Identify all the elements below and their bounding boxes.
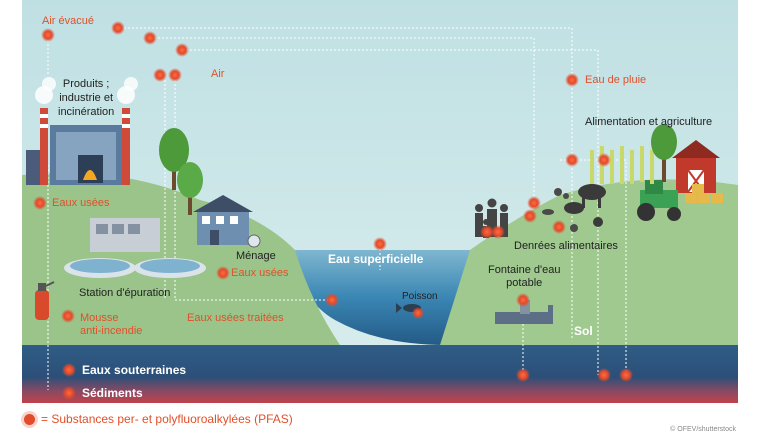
label-denrees: Denrées alimentaires (514, 240, 618, 252)
pfas-dot (597, 153, 611, 167)
pfas-dot (373, 237, 387, 251)
flow-lines (47, 27, 627, 390)
pfas-dot (480, 225, 494, 239)
tree-icon (159, 128, 203, 215)
pfas-dot (516, 293, 530, 307)
label-sol: Sol (574, 324, 593, 338)
pfas-dot (527, 196, 541, 210)
pfas-dot (111, 21, 125, 35)
treatment-plant-icon (64, 218, 206, 278)
pfas-dot (168, 68, 182, 82)
pfas-dot (412, 307, 424, 319)
label-fontaine-line2: potable (506, 277, 543, 289)
pfas-dot (41, 28, 55, 42)
livestock-icon (564, 184, 606, 227)
pfas-dot (175, 43, 189, 57)
pfas-dot (62, 386, 76, 400)
pfas-legend-icon (24, 413, 35, 425)
groundwater-layer (22, 345, 738, 403)
label-air: Air (211, 68, 225, 80)
label-produits: Produits ; industrie et incinération (58, 77, 114, 119)
pfas-dot (325, 293, 339, 307)
pfas-dot (61, 309, 75, 323)
pfas-dot (516, 368, 530, 382)
label-mousse-line1: Mousse (80, 312, 119, 324)
label-alimentation: Alimentation et agriculture (585, 116, 713, 128)
right-land (440, 179, 738, 345)
tractor-icon (637, 180, 681, 221)
label-produits-line1: Produits ; (62, 78, 110, 90)
pfas-dot (523, 209, 537, 223)
label-eaux-usees-traitees: Eaux usées traitées (187, 312, 284, 324)
pfas-dot (143, 31, 157, 45)
label-produits-line2: industrie et (59, 92, 114, 104)
tree-icon-right (651, 124, 677, 182)
pfas-dot (619, 368, 633, 382)
pfas-markers (33, 21, 633, 400)
label-sediments: Sédiments (82, 386, 143, 400)
label-poisson: Poisson (402, 291, 438, 302)
house-icon (193, 195, 253, 245)
fire-extinguisher-icon (35, 281, 55, 320)
label-mousse-line2: anti-incendie (80, 325, 143, 337)
legend-text: = Substances per- et polyfluoroalkylées … (41, 412, 293, 426)
label-menage: Ménage (236, 250, 276, 262)
lake (290, 250, 470, 345)
hay-bales-icon (685, 184, 723, 203)
label-eaux-souterraines: Eaux souterraines (82, 363, 187, 377)
label-fontaine: Fontaine d'eau potable (488, 264, 560, 290)
vegetables-icon (542, 188, 578, 232)
label-eaux-usees-1: Eaux usées (52, 197, 110, 209)
label-fontaine-line1: Fontaine d'eau (488, 264, 561, 276)
pfas-dot (216, 266, 230, 280)
pfas-dot (552, 220, 566, 234)
label-mousse: Mousse anti-incendie (80, 312, 142, 338)
pfas-dot (597, 368, 611, 382)
label-eau-de-pluie: Eau de pluie (585, 74, 647, 86)
pfas-dot (565, 73, 579, 87)
label-air-evacue: Air évacué (42, 15, 94, 27)
label-station: Station d'épuration (79, 287, 171, 299)
pfas-dot (153, 68, 167, 82)
credit: © OFEV/shutterstock (670, 426, 736, 433)
label-produits-line3: incinération (58, 106, 115, 118)
pfas-dot (62, 363, 76, 377)
label-eaux-usees-2: Eaux usées (231, 267, 289, 279)
factory-icon (26, 77, 138, 185)
pfas-dot (491, 225, 505, 239)
label-eau-superficielle: Eau superficielle (328, 252, 424, 266)
pfas-dot (33, 196, 47, 210)
fountain-icon (495, 300, 553, 324)
vent-icon (247, 234, 261, 248)
pfas-dot (565, 153, 579, 167)
legend: = Substances per- et polyfluoroalkylées … (24, 412, 293, 426)
